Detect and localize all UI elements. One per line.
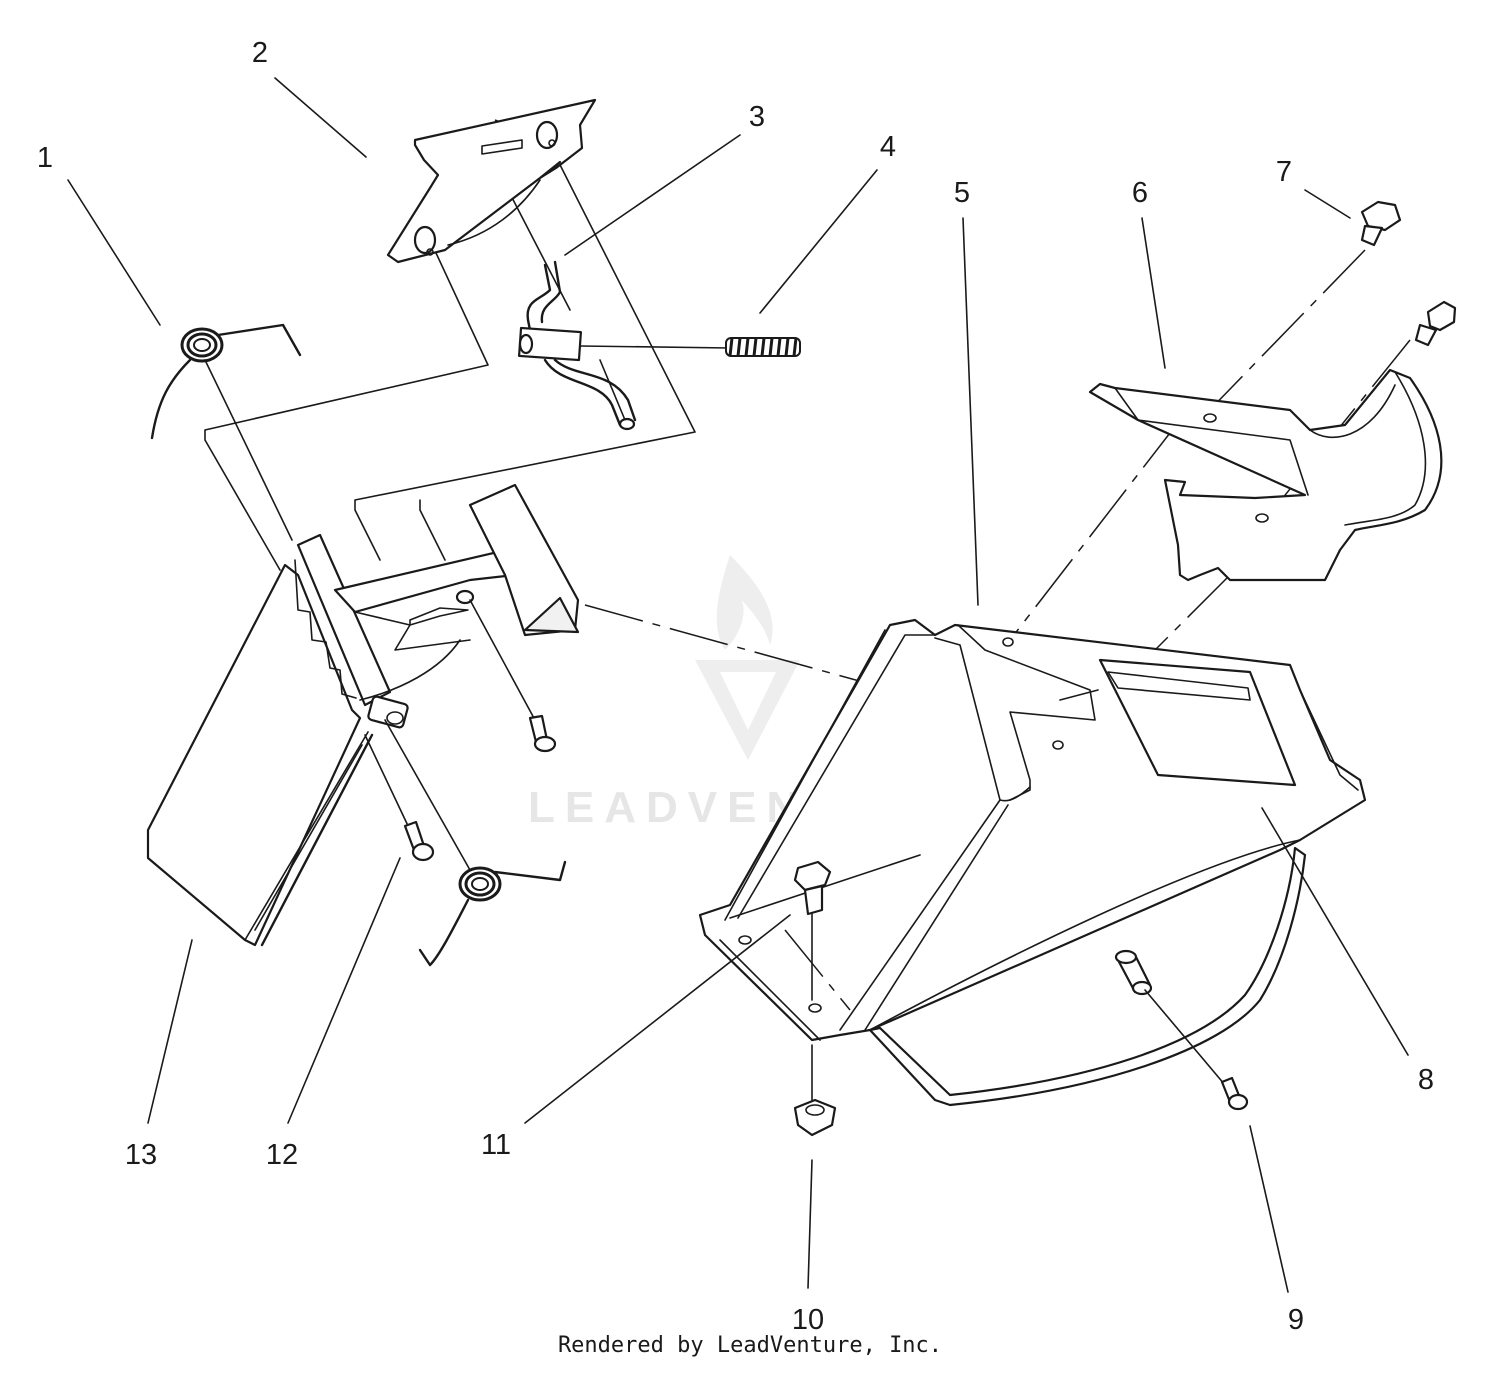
callout-10: 10: [792, 1304, 824, 1336]
part-13-door-flap: [146, 533, 392, 947]
part-1-torsion-spring: [150, 323, 302, 541]
screw-center: [469, 599, 557, 753]
callout-1: 1: [37, 142, 53, 174]
part-3-latch-rod: [517, 260, 731, 431]
callout-8: 8: [1418, 1064, 1434, 1096]
part-7-bolts: [1360, 200, 1457, 347]
part-1-torsion-spring-lower: [384, 719, 567, 967]
part-9-pin-screw: [1114, 949, 1249, 1111]
part-6-upper-bracket: [1088, 368, 1443, 582]
part-5-chute-housing: [698, 618, 1367, 1042]
leader-lines: [67, 77, 1409, 1293]
callout-5: 5: [954, 177, 970, 209]
hinge-bracket: [333, 483, 580, 729]
callout-3: 3: [749, 101, 765, 133]
callout-13: 13: [125, 1139, 157, 1171]
callout-2: 2: [252, 37, 268, 69]
callout-12: 12: [266, 1139, 298, 1171]
part-10-nut: [793, 1044, 837, 1137]
render-credit: Rendered by LeadVenture, Inc.: [557, 1333, 943, 1358]
callout-7: 7: [1276, 156, 1292, 188]
part-4-spring: [725, 337, 801, 357]
lower-deflector-shell: [868, 846, 1307, 1107]
callout-4: 4: [880, 131, 896, 163]
callout-numbers: 1 2 3 4 5 6 7 8 9 10 11 12 13: [37, 37, 1434, 1336]
part-2-top-plate: [386, 98, 597, 264]
callout-9: 9: [1288, 1304, 1304, 1336]
callout-6: 6: [1132, 177, 1148, 209]
callout-11: 11: [481, 1129, 511, 1161]
projection-outline: [204, 144, 696, 571]
part-12-screw: [364, 734, 435, 862]
part-11-bolt: [784, 860, 851, 1011]
